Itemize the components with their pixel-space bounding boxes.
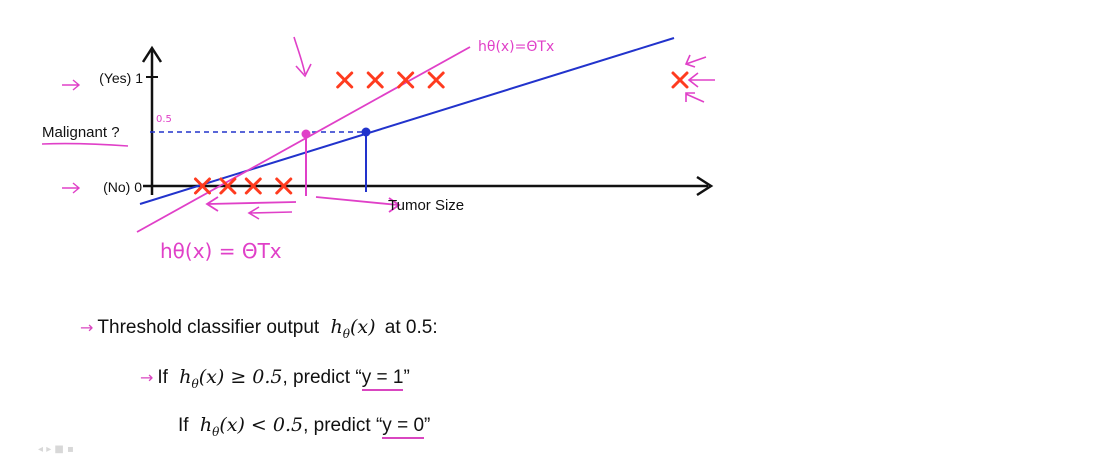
rule-2: If hθ(x) < 0.5, predict “y = 0” <box>178 414 430 439</box>
h-sub: θ <box>342 326 350 341</box>
pink-left-arrow <box>205 196 297 212</box>
rule2-value: y = 0 <box>382 415 425 439</box>
rule2-predict: , predict “ <box>303 415 383 436</box>
slide-controls[interactable]: ◂ ▸ ■ ▪ <box>38 444 74 455</box>
rule1-value: y = 1 <box>361 367 404 391</box>
outlier-arrow-bottom <box>685 92 705 103</box>
rule2-if: If <box>178 415 189 436</box>
x-marker-1-0 <box>336 71 354 89</box>
pink-arrow-icon: → <box>80 318 94 337</box>
h-base: h <box>330 316 343 338</box>
y-tick-label-no: (No) 0 <box>103 179 142 195</box>
pink-left-arrow-small <box>247 206 293 220</box>
rule1-predict: , predict “ <box>282 367 362 388</box>
h-sub: θ <box>212 424 220 439</box>
x-marker-1-4 <box>671 71 689 89</box>
h-base: h <box>199 414 213 436</box>
y-axis-arrowhead <box>141 45 163 63</box>
blue-linear-fit <box>139 37 675 205</box>
data-marks <box>193 71 689 195</box>
x-marker-0-2 <box>244 177 262 195</box>
rule2-close: ” <box>424 415 431 436</box>
pink-right-arrow <box>315 196 401 213</box>
x-axis-arrowhead <box>696 175 714 197</box>
malignant-underline <box>41 142 129 147</box>
blue-intersection-point <box>361 127 371 137</box>
pink-linear-fit <box>136 46 471 233</box>
pink-down-arrow <box>293 36 312 78</box>
x-marker-0-0 <box>193 177 211 195</box>
h-sub: θ <box>191 376 199 391</box>
threshold-value-label: 0.5 <box>156 114 172 125</box>
rule1-close: ” <box>403 367 410 388</box>
rule1-math: hθ(x) ≥ 0.5 <box>179 366 283 391</box>
yes-arrow-mark <box>62 79 81 91</box>
rule1-condition: (x) ≥ 0.5 <box>198 366 283 388</box>
x-axis-label: Tumor Size <box>388 197 464 214</box>
rule2-math: hθ(x) < 0.5 <box>199 414 304 439</box>
hypothesis-label-bottom: hθ(x) = ΘTx <box>160 239 282 263</box>
x-marker-1-1 <box>366 71 384 89</box>
x-marker-0-1 <box>219 177 237 195</box>
threshold-suffix: at 0.5: <box>384 317 438 338</box>
h-arg: (x) <box>349 316 376 338</box>
pink-intersection-point <box>301 129 311 139</box>
x-marker-1-2 <box>397 71 415 89</box>
x-marker-0-3 <box>275 177 293 195</box>
h-base: h <box>179 366 192 388</box>
rule1-if: If <box>157 367 168 388</box>
hypothesis-label-top: hθ(x)=ΘTx <box>478 39 554 55</box>
threshold-prefix: Threshold classifier output <box>97 317 320 338</box>
y-axis-label: Malignant ? <box>42 124 120 141</box>
outlier-arrow-mid <box>687 72 715 88</box>
rule-1: →If hθ(x) ≥ 0.5, predict “y = 1” <box>140 366 410 391</box>
y-tick-label-yes: (Yes) 1 <box>99 70 143 86</box>
pink-arrow-icon: → <box>140 368 154 387</box>
h-theta-math: hθ(x) <box>330 316 376 341</box>
x-marker-1-3 <box>427 71 445 89</box>
no-arrow-mark <box>62 182 81 194</box>
outlier-arrow-top <box>684 54 707 68</box>
rule2-condition: (x) < 0.5 <box>219 414 304 436</box>
threshold-line: →Threshold classifier output hθ(x) at 0.… <box>80 316 438 341</box>
